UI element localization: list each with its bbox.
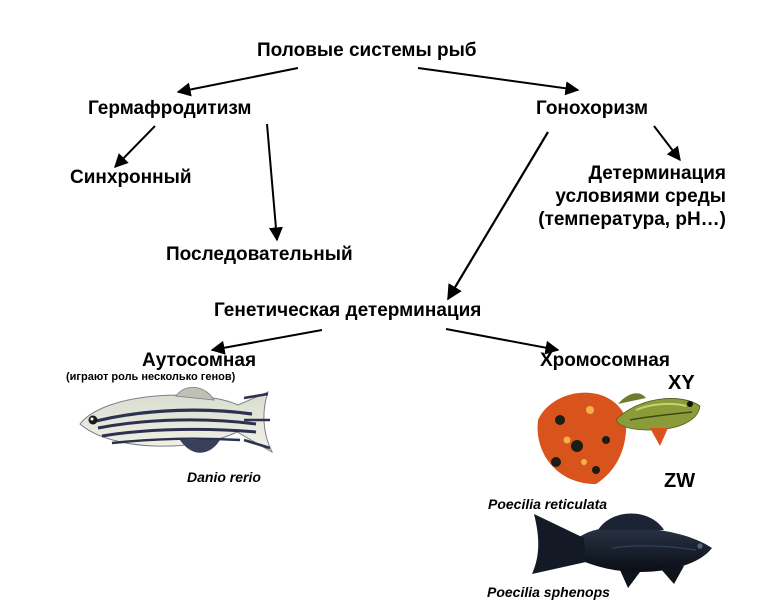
gonochorism-node-label: Гонохоризм xyxy=(536,98,649,119)
guppy-species-label: Poecilia reticulata xyxy=(488,496,608,512)
guppy-fish-illustration xyxy=(537,392,701,484)
arrow-gonochorism-to-genetic xyxy=(447,131,549,301)
sequential-node-label: Последовательный xyxy=(166,244,353,265)
arrow-gonochorism-to-environment xyxy=(653,125,681,162)
environment-line-2: условиями среды xyxy=(555,185,726,207)
environment-line-3: (температура, pH…) xyxy=(538,208,726,230)
danio-fish-illustration xyxy=(79,387,274,454)
arrow-root-to-hermaphroditism xyxy=(176,67,299,97)
arrow-genetic-to-autosomal xyxy=(210,329,323,355)
zw-system-label: ZW xyxy=(664,470,696,492)
arrow-hermaphroditism-to-sequential xyxy=(266,123,283,242)
arrow-hermaphroditism-to-synchronous xyxy=(114,125,156,169)
molly-species-label: Poecilia sphenops xyxy=(487,584,610,600)
root-node-label: Половые системы рыб xyxy=(257,40,477,61)
autosomal-note: (играют роль несколько генов) xyxy=(66,371,236,383)
genetic-determination-node-label: Генетическая детерминация xyxy=(214,300,482,321)
danio-species-label: Danio rerio xyxy=(187,469,261,485)
arrow-genetic-to-chromosomal xyxy=(445,328,560,355)
arrow-root-to-gonochorism xyxy=(417,67,580,96)
hermaphroditism-node-label: Гермафродитизм xyxy=(88,98,252,119)
autosomal-node-label: Аутосомная xyxy=(142,350,257,371)
synchronous-node-label: Синхронный xyxy=(70,167,192,188)
chromosomal-node-label: Хромосомная xyxy=(540,350,670,371)
molly-fish-illustration xyxy=(532,513,712,588)
environment-line-1: Детерминация xyxy=(588,163,726,184)
environment-determination-node: Детерминация условиями среды (температур… xyxy=(506,163,726,231)
xy-system-label: XY xyxy=(668,372,695,394)
